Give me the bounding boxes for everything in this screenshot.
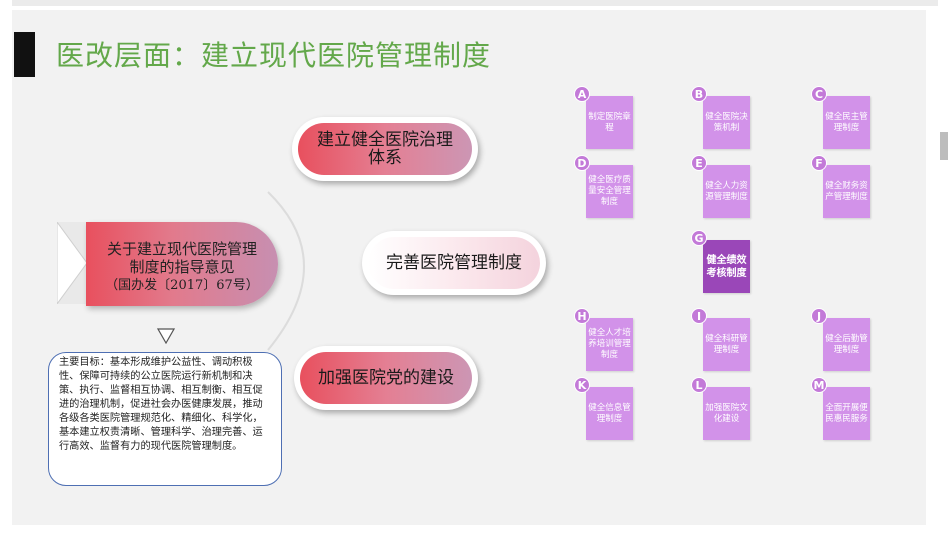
policy-document-card: 关于建立现代医院管理 制度的指导意见 （国办发〔2017〕67号） — [86, 222, 278, 306]
pillar-label: 建立健全医院治理体系 — [298, 123, 472, 175]
item-c: 健全民主管理制度 — [823, 96, 870, 149]
item-label: 健全信息管理制度 — [588, 402, 631, 424]
item-f: 健全财务资产管理制度 — [823, 165, 870, 218]
policy-number: （国办发〔2017〕67号） — [105, 278, 259, 293]
item-d: 健全医疗质量安全管理制度 — [586, 165, 633, 218]
item-label: 健全民主管理制度 — [825, 111, 868, 133]
letter-f-icon: F — [811, 155, 827, 171]
item-label: 健全医疗质量安全管理制度 — [588, 175, 631, 207]
item-i: 健全科研管理制度 — [703, 318, 750, 371]
item-label: 健全绩效考核制度 — [706, 254, 747, 279]
item-k: 健全信息管理制度 — [586, 387, 633, 440]
letter-i-icon: I — [691, 308, 707, 324]
item-label: 加强医院文化建设 — [705, 402, 748, 424]
item-h: 健全人才培养培训管理制度 — [586, 318, 633, 371]
pillar-party-building: 加强医院党的建设 — [294, 346, 478, 410]
policy-title-line2: 制度的指导意见 — [129, 258, 235, 276]
item-label: 制定医院章程 — [588, 111, 631, 133]
item-label: 健全医院决策机制 — [705, 111, 748, 133]
pillar-governance: 建立健全医院治理体系 — [292, 117, 478, 181]
item-l: 加强医院文化建设 — [703, 387, 750, 440]
pillar-label: 加强医院党的建设 — [300, 352, 472, 404]
pillar-label: 完善医院管理制度 — [368, 237, 540, 289]
letter-a-icon: A — [574, 86, 590, 102]
slide-title: 医改层面：建立现代医院管理制度 — [56, 39, 492, 72]
letter-l-icon: L — [691, 377, 707, 393]
item-label: 健全财务资产管理制度 — [825, 180, 868, 202]
item-b: 健全医院决策机制 — [703, 96, 750, 149]
scrollbar-thumb[interactable] — [940, 132, 948, 160]
goal-textbox: 主要目标：基本形成维护公益性、调动积极性、保障可持续的公立医院运行新机制和决策、… — [48, 352, 282, 486]
letter-k-icon: K — [574, 377, 590, 393]
pillar-management: 完善医院管理制度 — [362, 231, 546, 295]
letter-b-icon: B — [691, 86, 707, 102]
item-label: 健全后勤管理制度 — [825, 333, 868, 355]
letter-m-icon: M — [811, 377, 827, 393]
item-a: 制定医院章程 — [586, 96, 633, 149]
policy-title-line1: 关于建立现代医院管理 — [106, 240, 257, 258]
letter-j-icon: J — [811, 308, 827, 324]
item-e: 健全人力资源管理制度 — [703, 165, 750, 218]
item-g: 健全绩效考核制度 — [703, 240, 750, 293]
item-label: 全面开展便民惠民服务 — [825, 402, 868, 424]
item-label: 健全人力资源管理制度 — [705, 180, 748, 202]
item-label: 健全人才培养培训管理制度 — [588, 328, 631, 360]
letter-c-icon: C — [811, 86, 827, 102]
title-accent-bar — [14, 32, 35, 77]
letter-h-icon: H — [574, 308, 590, 324]
item-j: 健全后勤管理制度 — [823, 318, 870, 371]
letter-d-icon: D — [574, 155, 590, 171]
letter-g-icon: G — [691, 230, 707, 246]
down-triangle-icon — [157, 328, 175, 344]
top-toolbar-strip — [12, 0, 938, 6]
item-label: 健全科研管理制度 — [705, 333, 748, 355]
item-m: 全面开展便民惠民服务 — [823, 387, 870, 440]
letter-e-icon: E — [691, 155, 707, 171]
